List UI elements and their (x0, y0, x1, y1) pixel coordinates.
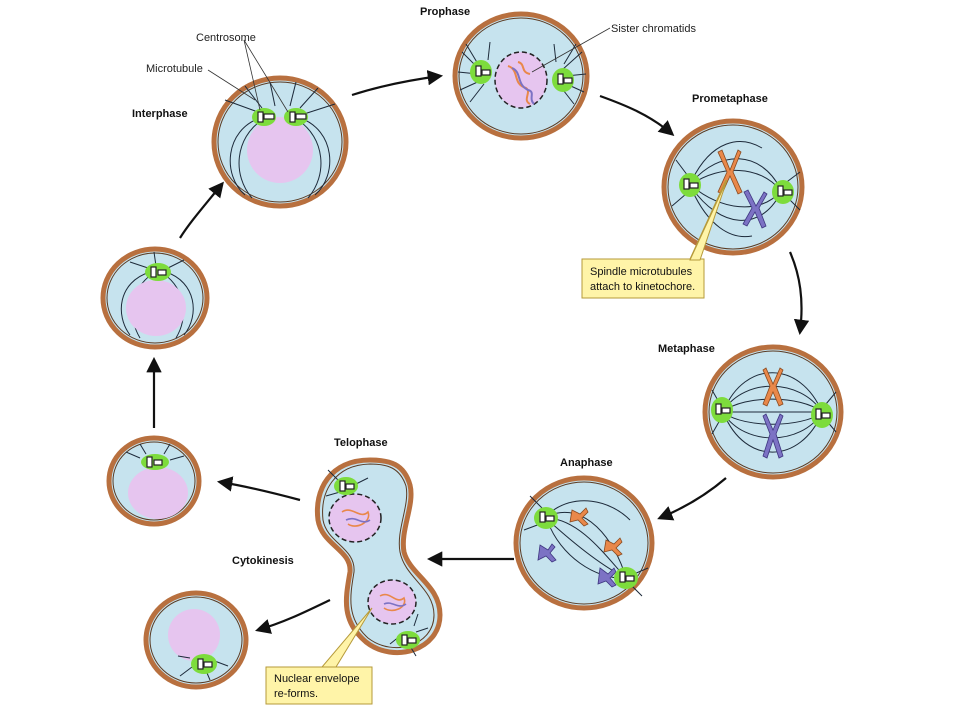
arrow-prometaphase-to-metaphase (788, 251, 810, 336)
chromosome-icon (537, 507, 623, 588)
prophase-nucleus (494, 51, 548, 109)
label-microtubule: Microtubule (146, 63, 203, 75)
callout-kinetochore: Spindle microtubules attach to kinetocho… (581, 179, 728, 299)
centrosome-icon (334, 477, 420, 649)
label-prometaphase: Prometaphase (692, 93, 768, 105)
label-telophase: Telophase (334, 437, 388, 449)
label-prophase: Prophase (420, 6, 470, 18)
leader-lines (207, 27, 611, 113)
label-anaphase: Anaphase (560, 457, 613, 469)
callout-kinetochore-line2: attach to kinetochore. (590, 281, 695, 293)
centrosome-icon (470, 60, 574, 92)
callout-nuclear-envelope-line2: re-forms. (274, 688, 318, 700)
centrosome-icon (141, 454, 169, 470)
metaphase-cell (702, 344, 844, 480)
centrosome-icon (252, 108, 308, 126)
arrow-telophase-to-daughter-upper (216, 476, 301, 502)
arrow-interphase-to-prophase (351, 69, 444, 97)
telophase-cell (314, 457, 443, 657)
centrosome-icon (534, 507, 638, 589)
chromosome-icon (717, 149, 768, 229)
cytokinesis-daughter-lower (143, 590, 249, 690)
microtubules (125, 443, 185, 461)
callout-kinetochore-line1: Spindle microtubules (590, 266, 693, 278)
label-cytokinesis: Cytokinesis (232, 555, 294, 567)
telophase-nucleus-bottom (367, 579, 417, 625)
anaphase-cell (513, 475, 655, 611)
callout-nuclear-envelope: Nuclear envelope re-forms. (265, 607, 373, 705)
cytokinesis-daughter-upper (106, 435, 202, 527)
arrow-prophase-to-prometaphase (599, 94, 675, 137)
arrow-telophase-to-daughter-lower (255, 599, 331, 634)
telophase-nucleus-top (328, 493, 382, 543)
label-metaphase: Metaphase (658, 343, 715, 355)
callout-nuclear-envelope-line1: Nuclear envelope (274, 673, 360, 685)
interphase-cell (211, 75, 349, 209)
prophase-cell (452, 11, 590, 141)
interphase-nucleus (247, 117, 313, 183)
chromosome-icon (762, 367, 784, 459)
early-interphase-cell (100, 246, 210, 350)
prometaphase-cell (661, 118, 805, 256)
arrow-early-interphase-to-interphase (179, 181, 224, 239)
arrow-metaphase-to-anaphase (657, 477, 727, 521)
microtubules (671, 141, 801, 238)
centrosome-icon (145, 263, 171, 281)
microtubules (224, 81, 336, 199)
centrosome-icon (191, 654, 217, 674)
cycle-arrows (146, 69, 810, 634)
centrosome-icon (679, 173, 794, 204)
label-centrosome: Centrosome (196, 32, 256, 44)
label-interphase: Interphase (132, 108, 188, 120)
sister-chromatids-icon (507, 61, 535, 105)
centrosome-icon (711, 397, 833, 428)
label-sister-chromatids: Sister chromatids (611, 23, 696, 35)
